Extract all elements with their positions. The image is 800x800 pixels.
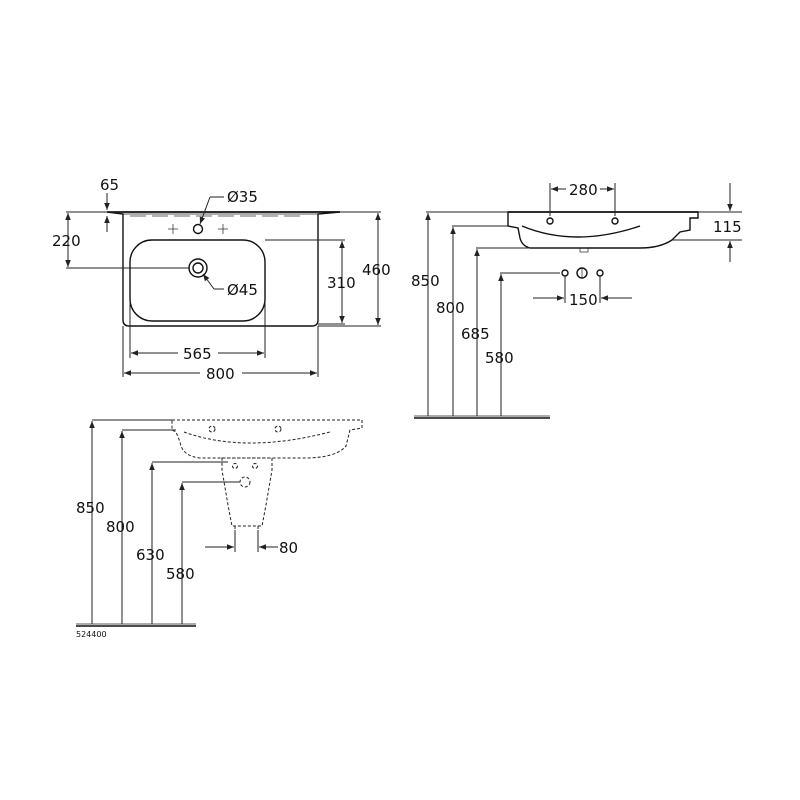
basin-outline	[106, 211, 341, 327]
bowl-outline	[129, 239, 266, 322]
tap-hole-label: Ø35	[227, 188, 258, 206]
total-width-label: 800	[206, 365, 235, 383]
front-trap-width-label: 80	[279, 539, 298, 557]
bowl-depth-label: 310	[327, 274, 356, 292]
side-h800-label: 800	[436, 299, 465, 317]
overflow-label: Ø45	[227, 281, 258, 299]
side-waste-spacing-label: 150	[569, 291, 598, 309]
front-h850-label: 850	[76, 499, 105, 517]
side-rim-height-label: 115	[713, 218, 742, 236]
depth-to-drain-label: 220	[52, 232, 81, 250]
side-basin-outline	[507, 211, 699, 249]
side-view: 280 115 850 800 685 580 150	[411, 181, 742, 419]
front-basin-outline	[171, 419, 363, 459]
waste-right	[596, 269, 604, 277]
side-tap-hole-right	[611, 217, 619, 225]
drain-inner	[192, 262, 204, 274]
front-h800-label: 800	[106, 518, 135, 536]
side-h685-label: 685	[461, 325, 490, 343]
side-h850-label: 850	[411, 272, 440, 290]
waste-left	[561, 269, 569, 277]
side-hole-spacing-label: 280	[569, 181, 598, 199]
tap-hole	[192, 223, 204, 235]
total-depth-label: 460	[362, 261, 391, 279]
bowl-width-label: 565	[183, 345, 212, 363]
side-h580-label: 580	[485, 349, 514, 367]
side-tap-hole-left	[546, 217, 554, 225]
front-view: 850 800 630 580 80	[76, 419, 363, 627]
drawing-code: 524400	[76, 630, 107, 639]
front-h580-label: 580	[166, 565, 195, 583]
front-trap-outline	[221, 457, 273, 527]
offset-label: 65	[100, 176, 119, 194]
front-h630-label: 630	[136, 546, 165, 564]
top-view: 65 Ø35 Ø45 220 310 460 565 800	[52, 176, 391, 383]
drain-outer	[188, 258, 208, 278]
